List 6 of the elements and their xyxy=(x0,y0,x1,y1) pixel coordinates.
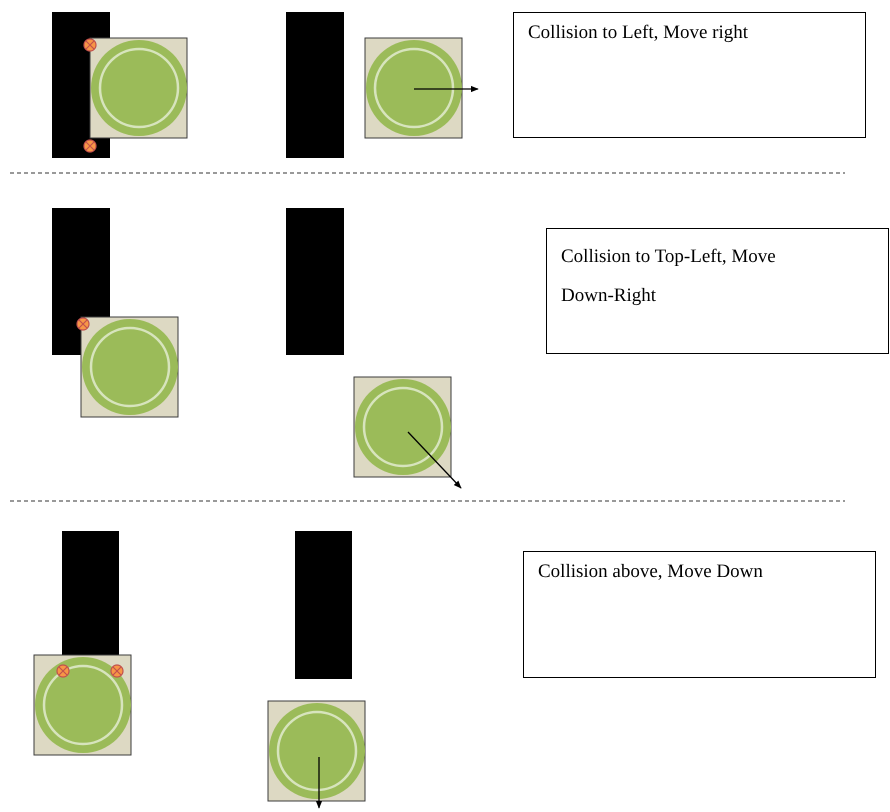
box-text: Collision to Top-Left, Move Down-Right xyxy=(561,245,777,308)
text-box xyxy=(523,551,876,678)
box-text: Collision to Left, Move right xyxy=(528,21,750,45)
text-box xyxy=(513,12,866,138)
text-box xyxy=(546,228,889,354)
box-text: Collision above, Move Down xyxy=(538,560,764,584)
